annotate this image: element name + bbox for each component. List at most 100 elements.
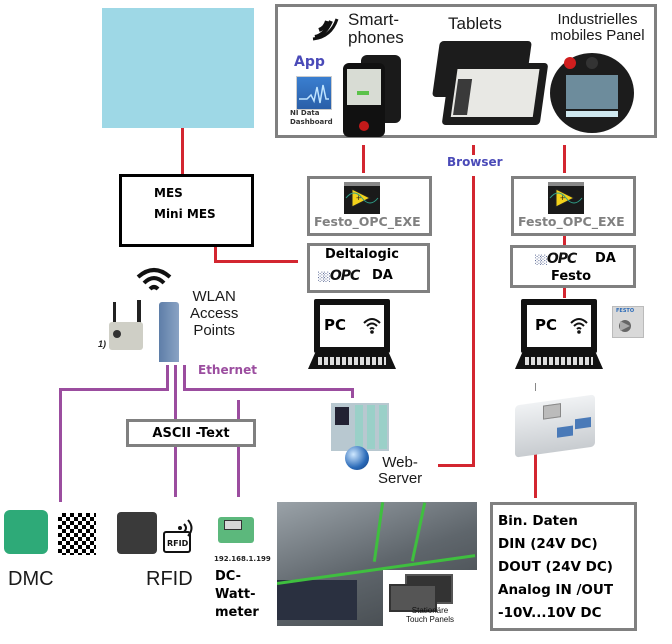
link-browser-top [472, 145, 475, 155]
wattmeter-line3: meter [215, 605, 259, 620]
factory-floor-photo: Stationäre Touch Panels [277, 502, 477, 626]
link-top-left-exe [362, 145, 365, 173]
right-festo-opc-exe-box: + Festo_OPC_EXE [511, 176, 636, 236]
io-line-dout: DOUT (24V DC) [498, 559, 613, 575]
wlan-line3: Points [193, 322, 236, 339]
right-exe-label: Festo_OPC_EXE [518, 214, 625, 229]
link-right-opc-pc [563, 288, 566, 298]
svg-text:+: + [560, 193, 565, 203]
wlan-label: WLAN Access Points [190, 288, 238, 339]
wattmeter-ip-label: 192.168.1.199 [214, 555, 271, 563]
wifi-broadcast-icon [136, 268, 172, 291]
wlan-footnote: 1) [98, 339, 107, 349]
ethernet-web-v2 [351, 388, 354, 398]
plc-webserver-image [331, 403, 389, 451]
wlan-line1: WLAN [192, 288, 236, 305]
left-pc-laptop[interactable]: PC [308, 299, 408, 371]
smartphone-front-image [343, 63, 385, 137]
opc-logo-text: OPC [546, 251, 577, 267]
stationary-line2: Touch Panels [405, 615, 455, 624]
ethernet-label: Ethernet [198, 363, 257, 377]
app-name-line1: NI Data [290, 109, 320, 117]
io-specs-text: Bin. Daten DIN (24V DC) DOUT (24V DC) An… [498, 510, 613, 625]
io-specs-box: Bin. Daten DIN (24V DC) DOUT (24V DC) An… [490, 502, 637, 631]
ethernet-watt-v1 [237, 400, 240, 420]
left-pc-label: PC [324, 316, 347, 334]
webserver-line1: Web- [382, 454, 418, 471]
io-line-din: DIN (24V DC) [498, 536, 598, 552]
link-browser-v [472, 176, 475, 466]
industrial-panel-label: Industrielles mobiles Panel [540, 12, 655, 44]
app-name-line2: Dashboard [290, 118, 333, 126]
wlan-line2: Access [190, 305, 239, 322]
ni-data-dashboard-icon[interactable] [296, 76, 332, 110]
link-browser-h [438, 464, 475, 467]
webserver-line2: Server [378, 470, 423, 487]
stationary-line1: Stationäre [411, 606, 449, 615]
link-pc-io-dash [535, 383, 536, 391]
svg-text:+: + [356, 193, 361, 203]
opc-logo-text: OPC [329, 268, 360, 284]
mobile-clients-panel: Smart- phones App NI Data Dashboard Tabl… [275, 4, 657, 138]
tablet-front-image [441, 63, 549, 125]
festo-label: Festo [551, 269, 592, 284]
festo-badge-text: FESTO [616, 308, 635, 314]
link-mes-opc-h [214, 260, 298, 263]
opc-logo-icon: ░░OPC [318, 268, 360, 284]
tablets-label: Tablets [448, 14, 502, 33]
smartphones-line1: Smart- [348, 10, 399, 29]
link-mes-opc [214, 246, 217, 262]
mini-mes-label: Mini MES [154, 207, 216, 221]
dmc-label: DMC [8, 568, 54, 590]
svg-text:RFID: RFID [167, 539, 189, 548]
ni-data-dashboard-label: NI Data Dashboard [290, 109, 333, 127]
dc-wattmeter-image [218, 517, 254, 543]
mes-box: MES Mini MES [119, 174, 254, 247]
industrial-line1: Industrielles [557, 11, 638, 28]
data-matrix-code-icon [58, 513, 96, 555]
rfid-icon: RFID [163, 519, 193, 553]
industrial-mobile-panel-image [550, 53, 634, 133]
smartphones-line2: phones [348, 28, 404, 47]
ethernet-watt-v2 [237, 445, 240, 497]
link-top-right-exe [563, 145, 566, 173]
deltalogic-label: Deltalogic [325, 247, 399, 262]
stationary-touch-panels-label: Stationäre Touch Panels [383, 606, 477, 624]
festo-io-module-image [515, 394, 595, 458]
left-wifi-icon [363, 318, 381, 334]
access-point-device-2 [159, 302, 179, 362]
wireless-signal-icon [312, 18, 339, 41]
app-label: App [294, 54, 325, 70]
cloud-placeholder [102, 8, 254, 128]
labview-vi-icon[interactable]: + [344, 182, 380, 214]
ethernet-dmc-h [59, 388, 169, 391]
ascii-text-label: ASCII -Text [152, 426, 230, 441]
globe-icon [345, 446, 369, 470]
right-da-label: DA [595, 251, 616, 266]
mes-label: MES [154, 186, 183, 200]
right-pc-label: PC [535, 316, 558, 334]
ethernet-dmc-v2 [59, 388, 62, 502]
right-pc-laptop[interactable]: PC [515, 299, 615, 371]
left-da-label: DA [372, 268, 393, 283]
opc-logo-icon: ░░OPC [535, 251, 577, 267]
right-wifi-icon [570, 318, 588, 334]
ethernet-dmc-v1 [166, 365, 169, 391]
ethernet-web-h [183, 388, 354, 391]
rfid-label: RFID [146, 568, 193, 590]
wattmeter-line2: Watt- [215, 587, 256, 602]
smartphones-label: Smart- phones [348, 11, 404, 47]
wattmeter-label: DC- Watt- meter [215, 568, 259, 622]
left-opc-da-box: Deltalogic ░░OPC DA [307, 243, 430, 293]
labview-vi-icon[interactable]: + [548, 182, 584, 214]
browser-label: Browser [447, 155, 503, 169]
rfid-reader-image [117, 512, 157, 554]
link-io-device-box [534, 452, 537, 498]
wattmeter-line1: DC- [215, 569, 242, 584]
left-exe-label: Festo_OPC_EXE [314, 214, 421, 229]
ascii-text-box: ASCII -Text [126, 419, 256, 447]
festo-software-icon[interactable]: FESTO [612, 306, 644, 338]
io-line-binary: Bin. Daten [498, 513, 578, 529]
industrial-line2: mobiles Panel [550, 27, 645, 44]
right-opc-da-box: ░░OPC DA Festo [510, 245, 636, 288]
